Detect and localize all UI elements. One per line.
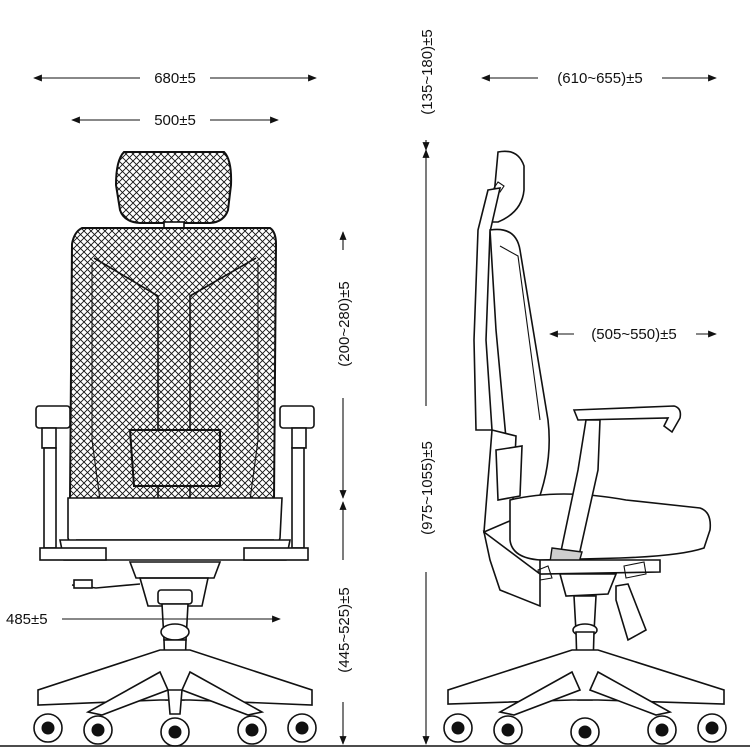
dimension-seat-depth: (505~550)±5 — [549, 324, 717, 343]
front-mechanism — [128, 561, 222, 579]
front-mechanism-body — [138, 577, 209, 607]
overall-height-label: (975~1055)±5 — [419, 441, 436, 535]
seat-height-label: (445~525)±5 — [336, 587, 353, 672]
side-view-chair — [443, 150, 727, 747]
dimension-overall-depth: (610~655)±5 — [481, 68, 717, 87]
front-base — [37, 649, 313, 716]
dimension-seat-height: (445~525)±5 — [333, 501, 353, 745]
side-armrest-pad — [572, 405, 682, 434]
dimension-seat-width: 485±5 — [4, 609, 281, 628]
front-casters — [33, 713, 317, 747]
seat-depth-label: (505~550)±5 — [591, 326, 676, 343]
overall-width-label: 680±5 — [154, 70, 196, 87]
front-gaslift-ring — [160, 623, 190, 641]
side-seat — [509, 493, 712, 561]
side-lever-right — [623, 561, 647, 579]
side-lumbar — [495, 445, 523, 501]
front-headrest — [114, 151, 233, 224]
front-backrest-seam-left — [91, 262, 101, 501]
front-armrest-left — [35, 405, 107, 561]
side-casters — [443, 713, 727, 747]
side-mechanism-body — [558, 573, 618, 597]
dimension-overall-width: 680±5 — [33, 68, 317, 87]
side-seat-frame — [482, 530, 541, 608]
dimension-headrest-adjust: (135~180)±5 — [416, 2, 436, 151]
side-tension-knob — [615, 583, 647, 642]
seat-width-label: 485±5 — [6, 611, 48, 628]
side-headrest-knob — [493, 181, 505, 193]
dimension-backrest-height: (200~280)±5 — [333, 231, 353, 499]
front-view-chair — [33, 151, 317, 747]
front-armrest-right — [243, 405, 315, 561]
backrest-width-label: 500±5 — [154, 112, 196, 129]
front-gaslift-cap — [157, 589, 193, 605]
dimension-backrest-width: 500±5 — [71, 110, 279, 129]
side-base — [447, 649, 725, 716]
backrest-height-label: (200~280)±5 — [336, 281, 353, 366]
front-backrest-seam-right — [249, 262, 259, 501]
headrest-adjust-label: (135~180)±5 — [419, 29, 436, 114]
front-lumbar-pad — [128, 429, 221, 487]
front-lever-knob — [73, 579, 93, 589]
overall-depth-label: (610~655)±5 — [557, 70, 642, 87]
dimension-overall-height: (975~1055)±5 — [416, 149, 436, 745]
side-backrest-seam — [499, 245, 541, 421]
